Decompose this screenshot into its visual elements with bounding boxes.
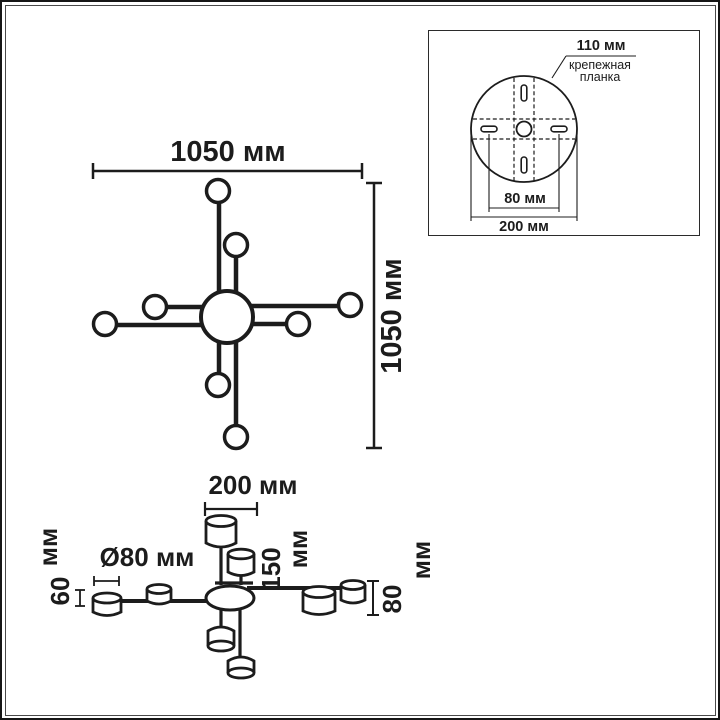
right-height-unit: мм [406, 541, 436, 579]
mounting-slots [480, 84, 568, 174]
bulb-circle [222, 231, 250, 259]
shade-right-far [339, 579, 367, 605]
mounting-slot [480, 125, 498, 133]
mounting-slot [520, 156, 528, 174]
right-height-value: 80 [377, 585, 407, 614]
plate-name-line2: планка [580, 70, 621, 84]
shade-left-near [145, 583, 173, 606]
center-body-circle [199, 289, 255, 345]
slot-spacing-label: 80 мм [504, 191, 546, 207]
slot-spacing-dimension [488, 134, 560, 212]
canopy-diameter-label: 200 мм [499, 219, 549, 234]
center-height-unit: мм [283, 530, 313, 568]
top-view-width-label: 1050 мм [170, 136, 285, 168]
mounting-slot [520, 84, 528, 102]
mounting-plate-diagram: 80 мм 200 мм 110 мм крепежная планка [470, 38, 636, 234]
mounting-inset-box: 80 мм 200 мм 110 мм крепежная планка [428, 30, 700, 236]
cable-hole-circle [515, 120, 533, 138]
center-height-value: 150 [256, 547, 286, 590]
bulb-circle [204, 177, 232, 205]
side-top-spacing-bracket [203, 502, 259, 516]
shade-left-far [91, 591, 123, 617]
bulb-circle [91, 310, 119, 338]
bulb-circle [204, 371, 232, 399]
shade-bottom-far [226, 655, 256, 680]
shade-top-short [226, 547, 256, 577]
mounting-plate-dashed-outline [473, 78, 575, 181]
lamp-shades [91, 514, 367, 680]
plate-name-line1: крепежная [569, 58, 631, 72]
bulb-circle [222, 423, 250, 451]
shade-diameter-label: Ø80 мм [100, 542, 195, 572]
shade-bottom-near [206, 625, 236, 653]
right-height-bracket [367, 580, 379, 616]
canopy-side-ellipse [204, 584, 256, 612]
chandelier-top-view: 1050 мм 1050 мм [91, 136, 408, 451]
left-height-value: 60 [45, 577, 75, 606]
top-view-width-dimension [91, 163, 364, 179]
bulb-circles [91, 177, 364, 451]
shade-right-near [301, 585, 337, 616]
top-view-height-dimension [366, 181, 382, 450]
mounting-slot [550, 125, 568, 133]
plate-width-label: 110 мм [577, 38, 626, 54]
bulb-circle [284, 310, 312, 338]
chandelier-side-view: 200 мм [35, 470, 436, 680]
canopy-diameter-dimension [470, 129, 578, 221]
shade-diameter-bracket [93, 576, 120, 586]
left-height-bracket [75, 589, 85, 607]
shade-top-tall [204, 514, 238, 549]
left-height-unit: мм [35, 528, 63, 566]
plate-leader-line [551, 55, 636, 79]
bulb-circle [141, 293, 169, 321]
side-top-spacing-label: 200 мм [208, 470, 297, 500]
top-view-height-label: 1050 мм [376, 258, 408, 373]
bulb-circle [336, 291, 364, 319]
